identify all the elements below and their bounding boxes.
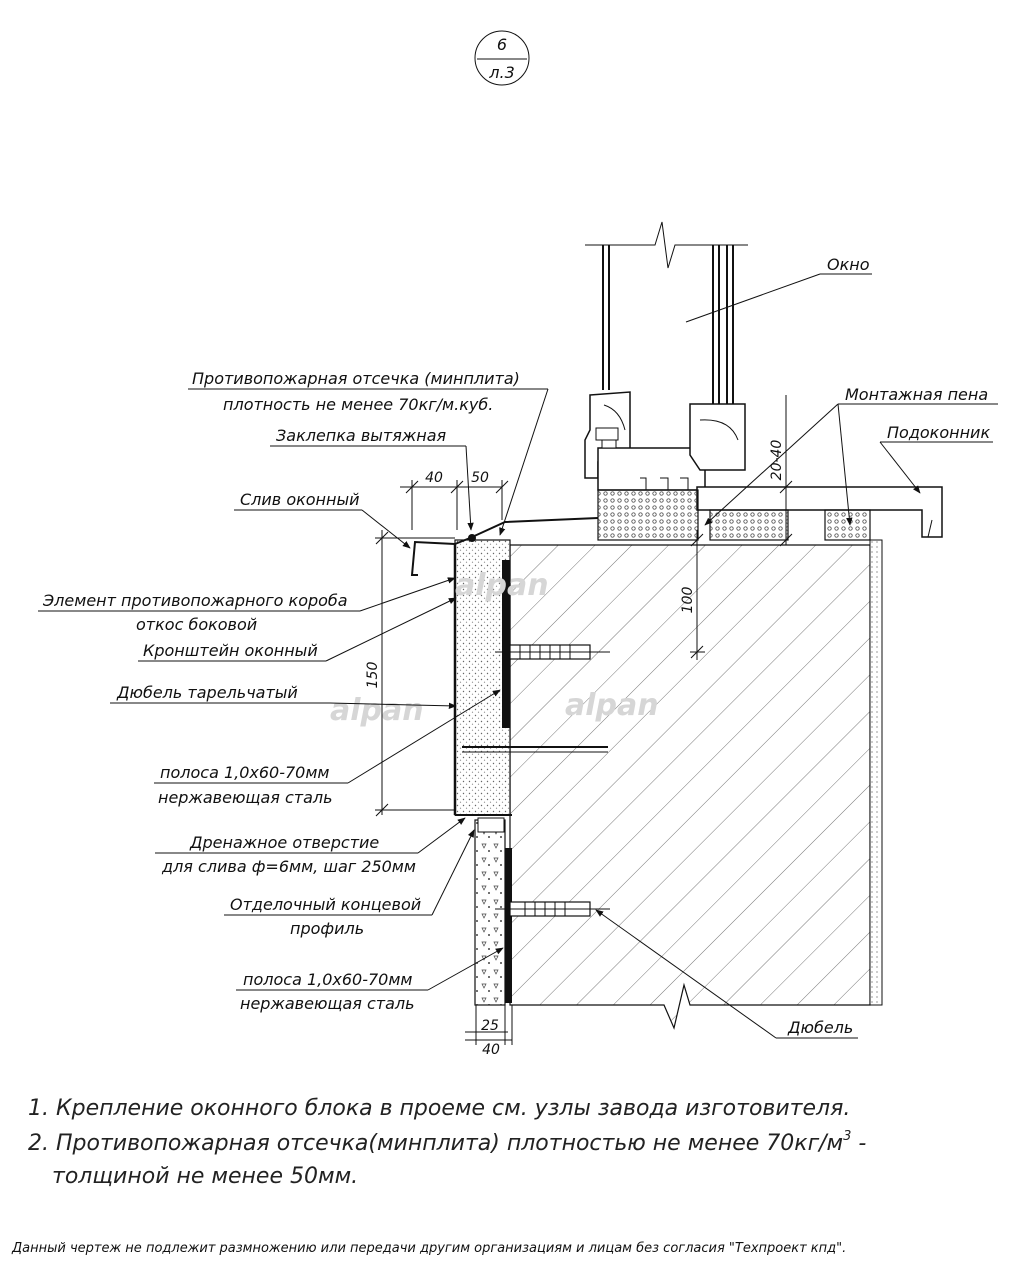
note-2-continued: толщиной не менее 50мм. (52, 1164, 358, 1189)
anchor-dowel (495, 901, 610, 917)
mounting-foam (597, 489, 871, 541)
watermark: alpan (330, 693, 424, 728)
watermark: alpan (455, 568, 549, 603)
svg-text:Заклепка вытяжная: Заклепка вытяжная (276, 426, 447, 445)
facade-insulation (474, 817, 512, 1006)
exterior-drip (410, 517, 599, 816)
sheet-reference: 6 л.3 (474, 30, 530, 86)
label-disc-dowel: Дюбель тарельчатый (110, 683, 457, 710)
dim-100: 100 (680, 587, 696, 614)
label-end-profile: Отделочный концевой профиль (224, 829, 475, 938)
label-window: Окно (685, 255, 872, 323)
svg-text:Кронштейн оконный: Кронштейн оконный (143, 641, 318, 660)
label-dowel: Дюбель (595, 909, 858, 1039)
watermark: alpan (565, 688, 659, 723)
dim-40-bottom: 40 (482, 1042, 500, 1058)
svg-text:плотность не менее 70кг/м.куб.: плотность не менее 70кг/м.куб. (223, 395, 493, 414)
notes: 1. Крепление оконного блока в проеме см.… (28, 1096, 866, 1189)
label-rivet: Заклепка вытяжная (270, 426, 474, 531)
svg-text:Элемент противопожарного короб: Элемент противопожарного короба (42, 591, 348, 610)
dimension-lines: 40 50 20-40 100 150 25 40 (365, 395, 793, 1058)
svg-text:Дюбель тарельчатый: Дюбель тарельчатый (116, 683, 298, 702)
svg-text:для слива ф=6мм, шаг 250мм: для слива ф=6мм, шаг 250мм (161, 857, 416, 876)
label-fire-box: Элемент противопожарного короба откос бо… (38, 577, 456, 634)
svg-text:Отделочный концевой: Отделочный концевой (230, 895, 421, 914)
svg-text:полоса 1,0х60-70мм: полоса 1,0х60-70мм (243, 970, 413, 989)
label-mounting-foam: Монтажная пена (704, 385, 998, 526)
svg-text:Слив оконный: Слив оконный (240, 490, 360, 509)
label-drain-hole: Дренажное отверстие для слива ф=6мм, шаг… (155, 817, 466, 876)
note-2: 2. Противопожарная отсечка(минплита) пло… (28, 1129, 866, 1156)
svg-text:нержавеющая сталь: нержавеющая сталь (158, 788, 333, 807)
svg-text:Окно: Окно (827, 255, 870, 274)
svg-text:Монтажная пена: Монтажная пена (845, 385, 988, 404)
dim-150: 150 (365, 662, 381, 689)
svg-text:профиль: профиль (290, 919, 364, 938)
watermark-group: alpan alpan alpan (330, 568, 659, 728)
label-sill: Подоконник (879, 423, 993, 494)
svg-text:полоса 1,0х60-70мм: полоса 1,0х60-70мм (160, 763, 330, 782)
sheet-number: 6 (497, 35, 507, 54)
svg-text:Дренажное отверстие: Дренажное отверстие (189, 833, 379, 852)
label-strip-1: полоса 1,0х60-70мм нержавеющая сталь (154, 689, 501, 807)
label-fire-cut: Противопожарная отсечка (минплита) плотн… (188, 369, 549, 536)
dim-50-top: 50 (471, 470, 489, 486)
sheet-name: л.3 (488, 63, 515, 82)
svg-text:Подоконник: Подоконник (887, 423, 990, 442)
svg-text:Дюбель: Дюбель (787, 1018, 853, 1037)
label-drip: Слив оконный (234, 490, 411, 549)
svg-text:нержавеющая сталь: нержавеющая сталь (240, 994, 415, 1013)
dim-40-top: 40 (425, 470, 443, 486)
svg-text:Противопожарная отсечка (минпл: Противопожарная отсечка (минплита) (192, 369, 520, 388)
disclaimer: Данный чертеж не подлежит размножению ил… (11, 1241, 846, 1256)
svg-text:откос боковой: откос боковой (136, 615, 257, 634)
note-1: 1. Крепление оконного блока в проеме см.… (28, 1096, 850, 1121)
anchor-bracket (495, 644, 610, 660)
label-bracket: Кронштейн оконный (138, 597, 457, 662)
wall-section (509, 539, 883, 1030)
window-frame (584, 221, 748, 491)
label-strip-2: полоса 1,0х60-70мм нержавеющая сталь (236, 947, 504, 1013)
dim-25: 25 (481, 1018, 499, 1034)
